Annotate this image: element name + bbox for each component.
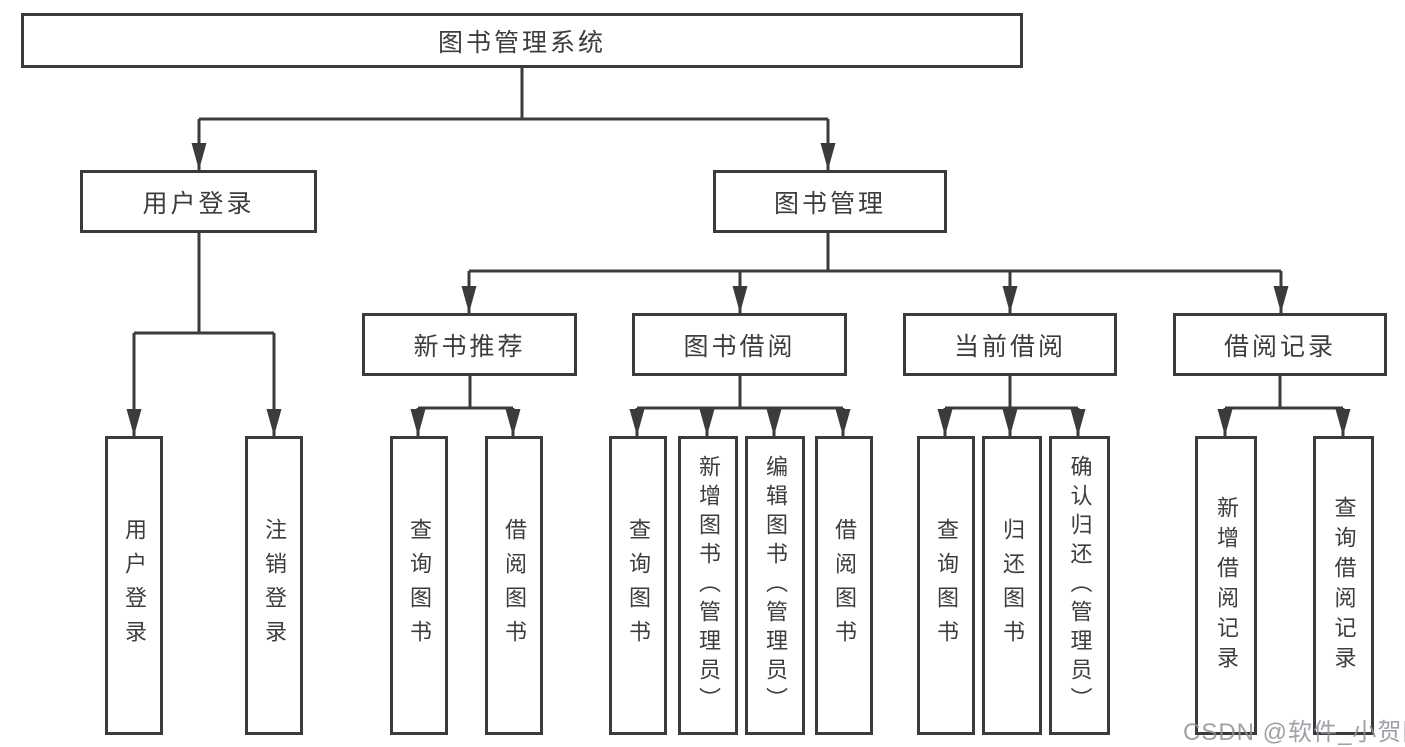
arrowhead [1070, 409, 1086, 436]
arrowhead [266, 409, 282, 436]
leaf-query-books-2: 查询图书 [609, 436, 667, 735]
leaf-query-borrow-record: 查询借阅记录 [1313, 436, 1374, 735]
node-user-login-label: 用户登录 [142, 189, 255, 218]
leaf-return-books: 归还图书 [982, 436, 1042, 735]
leaf-borrow-books-2-label: 借阅图书 [832, 517, 857, 654]
node-book-borrow-label: 图书借阅 [683, 332, 796, 361]
arrowheads [126, 143, 1351, 436]
arrowhead [937, 409, 953, 436]
leaf-borrow-books-1: 借阅图书 [485, 436, 543, 735]
arrowhead [1002, 409, 1018, 436]
arrowhead [699, 409, 715, 436]
leaf-add-borrow-record: 新增借阅记录 [1195, 436, 1257, 735]
leaf-borrow-books-2: 借阅图书 [815, 436, 873, 735]
arrowhead [410, 409, 426, 436]
leaf-logout-label: 注销登录 [262, 517, 287, 654]
node-current-borrow-label: 当前借阅 [953, 332, 1066, 361]
leaf-borrow-books-1-label: 借阅图书 [502, 517, 527, 654]
arrowhead [835, 409, 851, 436]
node-root-label: 图书管理系统 [437, 28, 606, 57]
node-book-borrow: 图书借阅 [632, 313, 847, 376]
leaf-edit-books-admin-label: 编辑图书（管理员） [763, 455, 788, 716]
leaf-user-login-label: 用户登录 [122, 517, 147, 654]
arrowhead [820, 143, 836, 170]
node-current-borrow: 当前借阅 [903, 313, 1117, 376]
arrowhead [766, 409, 782, 436]
leaf-query-books-3-label: 查询图书 [934, 517, 959, 654]
leaf-add-books-admin: 新增图书（管理员） [678, 436, 738, 735]
arrowhead [1273, 286, 1289, 313]
leaf-logout: 注销登录 [245, 436, 303, 735]
node-new-book-recommend: 新书推荐 [362, 313, 577, 376]
leaf-query-books-1: 查询图书 [390, 436, 448, 735]
node-root: 图书管理系统 [21, 13, 1023, 68]
leaf-return-books-label: 归还图书 [1000, 517, 1025, 654]
arrowhead [732, 286, 748, 313]
arrowhead [1335, 409, 1351, 436]
arrowhead [126, 409, 142, 436]
leaf-confirm-return-admin: 确认归还（管理员） [1049, 436, 1110, 735]
arrowhead [461, 286, 477, 313]
arrowhead [1217, 409, 1233, 436]
node-borrow-records: 借阅记录 [1173, 313, 1387, 376]
leaf-query-borrow-record-label: 查询借阅记录 [1331, 495, 1357, 676]
arrowhead [629, 409, 645, 436]
connector-group [132, 68, 1345, 436]
node-book-management-label: 图书管理 [773, 189, 886, 218]
arrowhead [191, 143, 207, 170]
arrowhead [1002, 286, 1018, 313]
leaf-query-books-2-label: 查询图书 [626, 517, 651, 654]
leaf-add-books-admin-label: 新增图书（管理员） [696, 455, 721, 716]
node-user-login: 用户登录 [80, 170, 317, 233]
arrowhead [505, 409, 521, 436]
leaf-user-login: 用户登录 [105, 436, 163, 735]
leaf-edit-books-admin: 编辑图书（管理员） [745, 436, 805, 735]
node-borrow-records-label: 借阅记录 [1223, 332, 1336, 361]
leaf-query-books-3: 查询图书 [917, 436, 975, 735]
node-book-management: 图书管理 [713, 170, 947, 233]
leaf-query-books-1-label: 查询图书 [407, 517, 432, 654]
leaf-confirm-return-admin-label: 确认归还（管理员） [1067, 455, 1093, 716]
node-new-book-recommend-label: 新书推荐 [413, 332, 526, 361]
leaf-add-borrow-record-label: 新增借阅记录 [1214, 495, 1239, 676]
